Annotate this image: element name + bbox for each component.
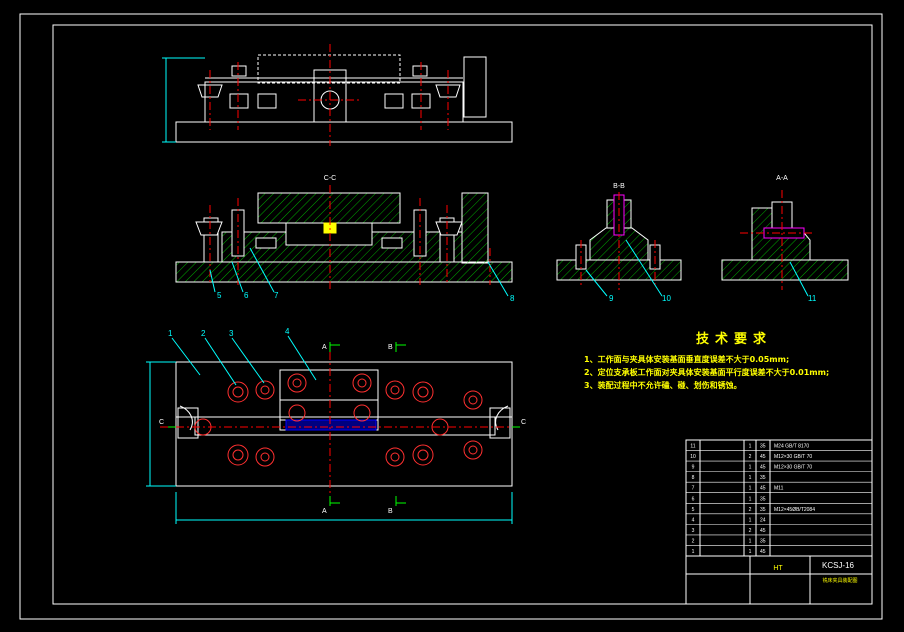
bom-cell-material: 45 <box>760 454 766 460</box>
section-c-label: C-C <box>324 175 336 182</box>
front-elevation-dimension <box>162 57 205 143</box>
bom-cell-material: 35 <box>760 496 766 502</box>
technical-requirements: 技术要求 1、工作面与夹具体安装基面垂直度误差不大于0.05mm; 2、定位支承… <box>584 328 884 392</box>
bom-cell-material: 24 <box>760 517 766 523</box>
bom-cell-qty: 1 <box>749 549 752 555</box>
bom-cell-qty: 2 <box>749 507 752 513</box>
section-a-centerlines <box>740 190 815 290</box>
bom-cell-no: 4 <box>692 517 695 523</box>
technical-requirement-1: 1、工作面与夹具体安装基面垂直度误差不大于0.05mm; <box>584 355 790 364</box>
bom-cell-no: 9 <box>692 465 695 471</box>
bom-cell-standard: M11 <box>774 486 784 492</box>
section-cut-lines <box>168 342 520 506</box>
bom-cell-no: 1 <box>692 549 695 555</box>
bom-cell-material: 45 <box>760 549 766 555</box>
technical-requirements-title: 技术要求 <box>695 332 772 347</box>
bom-cell-qty: 1 <box>749 486 752 492</box>
bom-cell-material: 45 <box>760 486 766 492</box>
bom-cell-standard: M12×30 GB/T 70 <box>774 454 812 460</box>
bom-cell-material: 35 <box>760 444 766 450</box>
inner-frame <box>52 24 873 605</box>
bom-cell-no: 5 <box>692 507 695 513</box>
front-elevation-centerlines <box>209 44 449 146</box>
section-a-view <box>721 201 849 281</box>
section-b-callouts <box>585 239 663 297</box>
section-a-callout-leader <box>789 261 809 297</box>
callout-1: 1 <box>168 329 173 338</box>
outer-frame <box>19 13 883 620</box>
bom-cell-no: 2 <box>692 538 695 544</box>
section-mark-b-bottom: B <box>388 508 393 515</box>
bom-cell-qty: 1 <box>749 538 752 544</box>
bom-cell-material: 35 <box>760 475 766 481</box>
section-mark-b-top: B <box>388 344 393 351</box>
bom-cell-qty: 1 <box>749 496 752 502</box>
bom-cell-qty: 2 <box>749 454 752 460</box>
technical-requirement-2: 2、定位支承板工作面对夹具体安装基面平行度误差不大于0.01mm; <box>584 368 830 377</box>
bom-cell-material: 45 <box>760 465 766 471</box>
bom-cell-material: 35 <box>760 507 766 513</box>
section-b-centerlines <box>580 192 656 290</box>
bom-cell-qty: 1 <box>749 475 752 481</box>
callout-3: 3 <box>229 329 234 338</box>
bom-cell-qty: 1 <box>749 517 752 523</box>
bom-cell-material: 35 <box>760 538 766 544</box>
bom-cell-standard: M12×45ØB/T2084 <box>774 507 815 513</box>
front-elevation-view <box>175 54 513 143</box>
callout-4: 4 <box>285 327 290 336</box>
section-mark-a-bottom: A <box>322 508 327 515</box>
callout-10: 10 <box>662 294 671 303</box>
section-mark-a-top: A <box>322 344 327 351</box>
bom-cell-qty: 1 <box>749 465 752 471</box>
bom-cell-standard: M24 GB/T 8170 <box>774 444 809 450</box>
bom-cell-standard: M12×30 GB/T 70 <box>774 465 812 471</box>
plan-view-centerlines <box>160 352 520 495</box>
bom-cell-qty: 1 <box>749 444 752 450</box>
callout-6: 6 <box>244 291 249 300</box>
plan-view-dimensions <box>146 361 513 524</box>
callout-5: 5 <box>217 291 222 300</box>
section-c-callouts <box>209 247 509 297</box>
title-block-material: HT <box>773 565 783 572</box>
bom-cell-no: 6 <box>692 496 695 502</box>
bom-cell-no: 8 <box>692 475 695 481</box>
bom-cell-qty: 2 <box>749 528 752 534</box>
callout-11: 11 <box>808 294 817 303</box>
title-block-drawing-no: KCSJ-16 <box>822 561 855 570</box>
plan-view <box>175 361 513 487</box>
bom-table-grid <box>685 439 873 605</box>
bom-cell-no: 11 <box>690 444 695 450</box>
section-b-label: B-B <box>613 183 625 190</box>
plan-view-callouts <box>171 335 317 386</box>
callout-7: 7 <box>274 291 279 300</box>
callout-8: 8 <box>510 294 515 303</box>
title-block-name: 铣床夹具装配图 <box>822 577 857 584</box>
callout-2: 2 <box>201 329 206 338</box>
bom-cell-material: 45 <box>760 528 766 534</box>
callout-9: 9 <box>609 294 614 303</box>
bom-cell-no: 10 <box>690 454 696 460</box>
technical-requirement-3: 3、装配过程中不允许磕、碰、划伤和锈蚀。 <box>584 381 742 390</box>
section-mark-c-right: C <box>521 419 526 426</box>
section-a-label: A-A <box>776 175 788 182</box>
bom-cell-no: 7 <box>692 486 695 492</box>
section-mark-c-left: C <box>159 419 164 426</box>
bom-cell-no: 3 <box>692 528 695 534</box>
